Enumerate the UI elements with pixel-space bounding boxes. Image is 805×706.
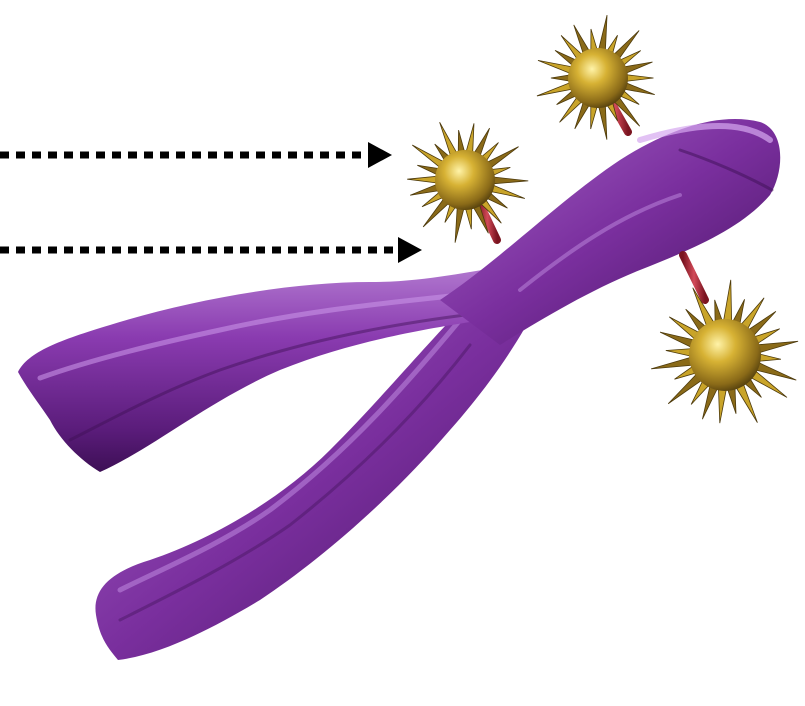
marker-core <box>435 150 495 210</box>
marker-core <box>568 48 628 108</box>
upper-pointer-arrow <box>0 142 392 168</box>
lower-arrowhead <box>398 237 422 263</box>
marker-core <box>689 319 761 391</box>
upper-arrowhead <box>368 142 392 168</box>
top-marker <box>537 15 655 140</box>
middle-marker <box>407 122 528 242</box>
right-marker <box>651 280 798 423</box>
lower-pointer-arrow <box>0 237 422 263</box>
